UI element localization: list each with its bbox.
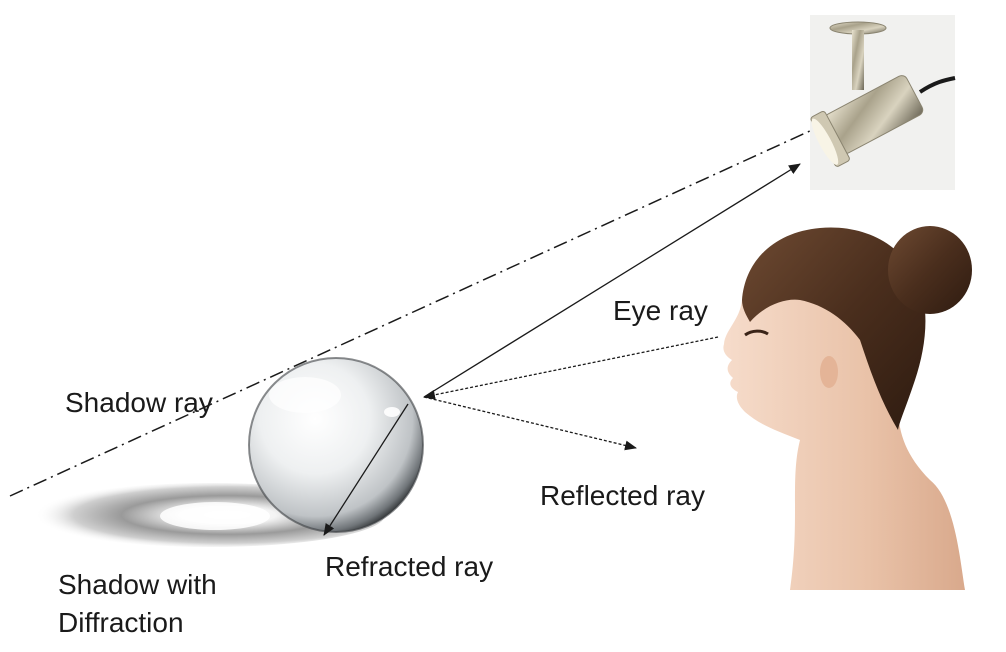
light-ray-line — [423, 163, 801, 398]
shadow-core — [160, 502, 270, 530]
eye-ray-label: Eye ray — [613, 295, 708, 326]
refracted-ray-label: Refracted ray — [325, 551, 494, 582]
spotlight-illustration — [810, 15, 956, 190]
glass-sphere — [248, 357, 424, 533]
viewer-illustration — [723, 226, 972, 590]
shadow-with-diffraction-label: Shadow with Diffraction — [58, 566, 278, 642]
shadow-ray-line — [9, 129, 813, 497]
reflected-ray-line — [423, 396, 637, 451]
shadow-ray-label: Shadow ray — [65, 387, 213, 418]
refracted-ray-line — [323, 403, 409, 536]
shadow-with-diffraction-line1: Shadow with — [58, 569, 217, 600]
reflected-ray-label: Reflected ray — [540, 480, 705, 511]
shadow-with-diffraction-line2: Diffraction — [58, 607, 184, 638]
eye-ray-line — [423, 336, 719, 400]
